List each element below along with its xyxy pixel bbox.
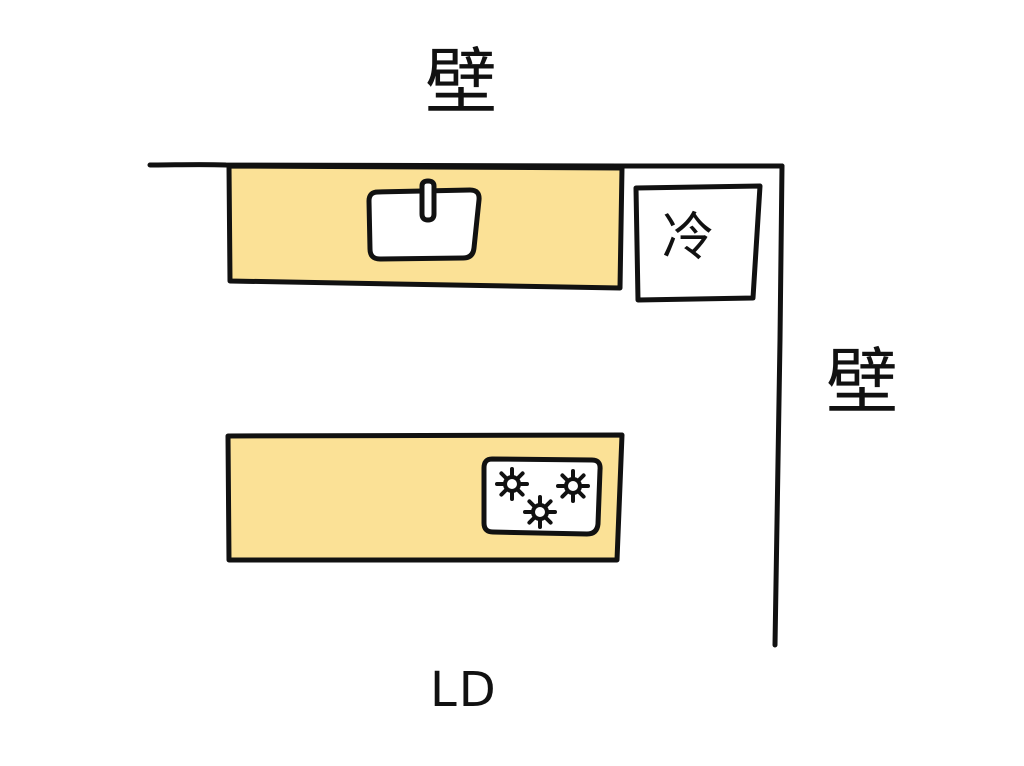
fridge-label: 冷	[662, 208, 715, 268]
living-dining-label: LD	[430, 662, 498, 718]
refrigerator	[633, 183, 763, 303]
sink-icon	[366, 187, 482, 262]
right-wall	[772, 163, 785, 648]
top-wall	[147, 162, 785, 169]
wall-label-right: 壁	[826, 340, 899, 424]
wall-label-top: 壁	[425, 40, 498, 124]
burner-icon	[523, 495, 557, 529]
faucet-icon	[419, 178, 437, 223]
back-counter	[226, 163, 625, 291]
walls	[147, 162, 785, 648]
burner-icon	[495, 467, 529, 501]
burners	[495, 467, 590, 529]
refrigerator-box	[633, 183, 763, 303]
island-counter	[225, 432, 625, 563]
burner-icon	[556, 469, 590, 503]
